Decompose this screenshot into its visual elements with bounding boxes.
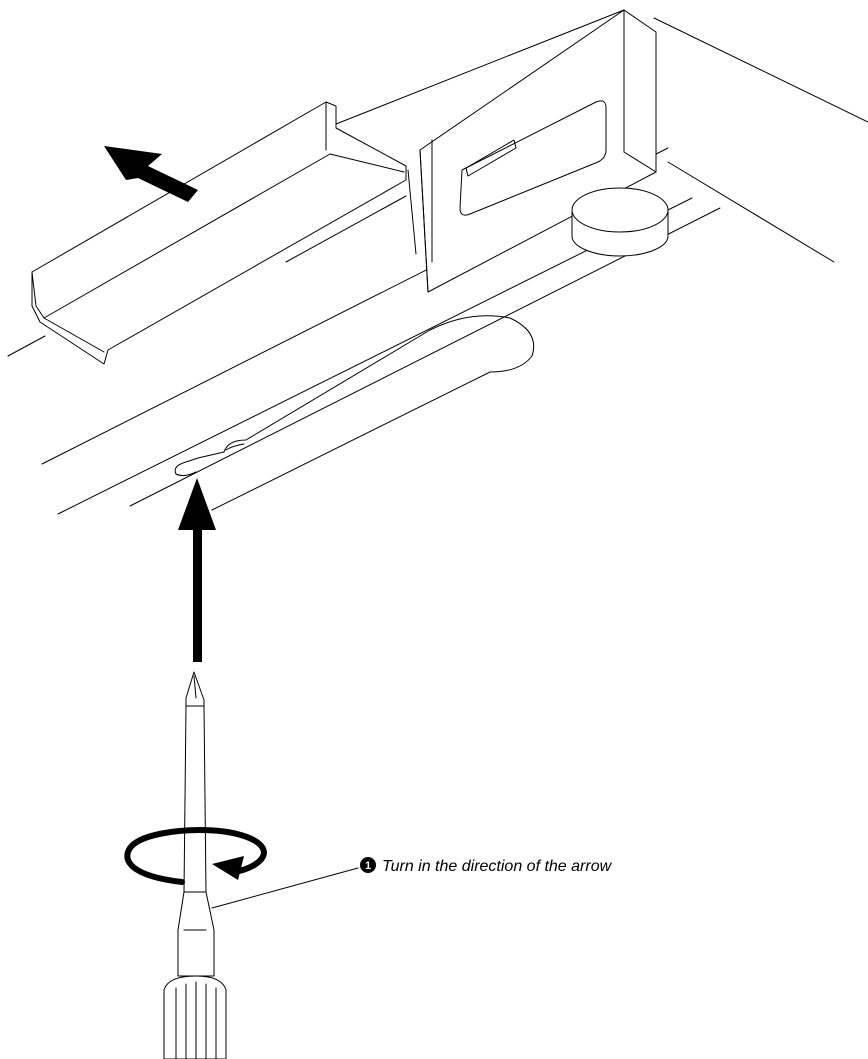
callout-leader — [211, 867, 359, 909]
rubber-foot — [571, 187, 669, 257]
rotate-clockwise-arrow-icon — [124, 826, 268, 885]
callout: 1 Turn in the direction of the arrow — [360, 857, 613, 875]
slide-direction-arrow-icon — [104, 146, 198, 202]
keyhole-slot — [174, 315, 535, 511]
callout-number: 1 — [365, 860, 371, 872]
callout-badge-icon — [360, 857, 376, 873]
push-up-arrow-icon — [178, 478, 216, 662]
screwdriver — [163, 671, 227, 1059]
slide-out-tray — [31, 101, 407, 365]
front-panel — [335, 9, 657, 293]
callout-text: Turn in the direction of the arrow — [382, 858, 613, 875]
